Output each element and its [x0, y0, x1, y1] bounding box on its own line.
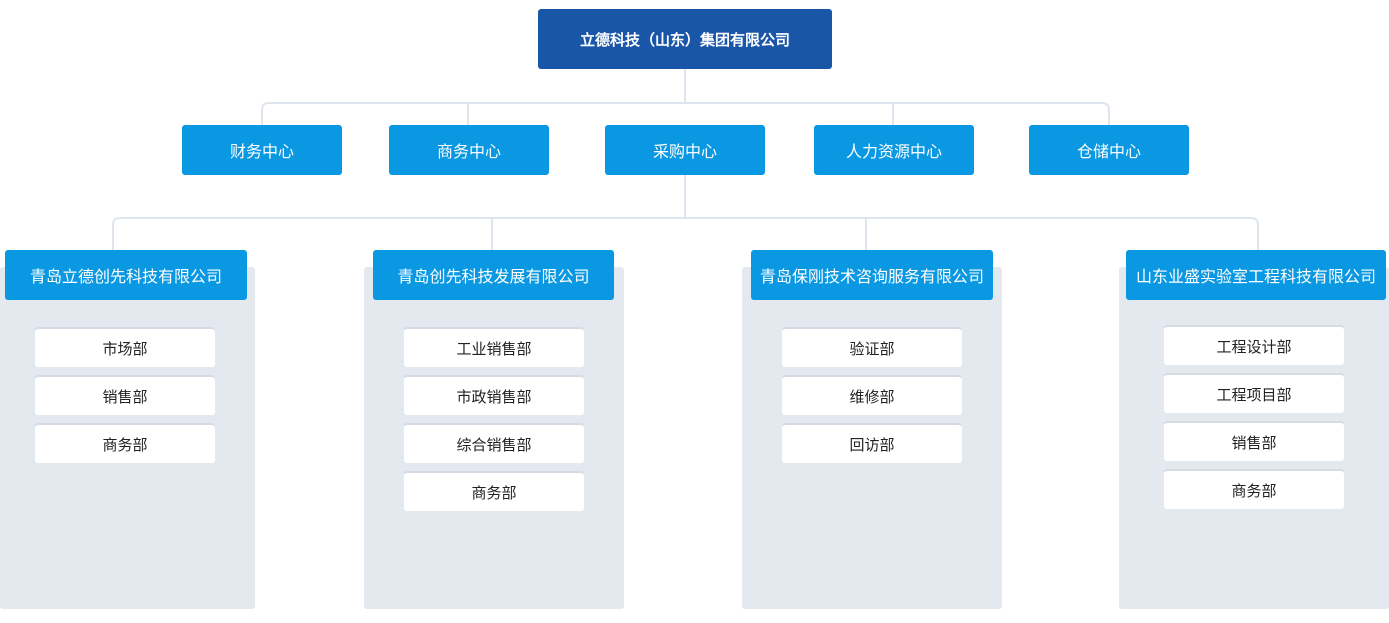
center-hr: 人力资源中心 [814, 125, 974, 175]
department-item: 回访部 [782, 425, 962, 463]
department-item: 工程项目部 [1164, 375, 1344, 413]
department-item: 工业销售部 [404, 329, 584, 367]
department-item: 商务部 [35, 425, 215, 463]
department-item: 综合销售部 [404, 425, 584, 463]
department-item: 维修部 [782, 377, 962, 415]
company-label: 山东业盛实验室工程科技有限公司 [1135, 267, 1376, 286]
company-node-1: 青岛立德创先科技有限公司 [5, 250, 247, 300]
company-label: 青岛创先科技发展有限公司 [397, 267, 590, 286]
department-item: 销售部 [35, 377, 215, 415]
center-label: 采购中心 [652, 142, 717, 161]
center-warehouse: 仓储中心 [1029, 125, 1189, 175]
root-node: 立德科技（山东）集团有限公司 [538, 9, 832, 69]
center-finance: 财务中心 [182, 125, 342, 175]
department-item: 工程设计部 [1164, 327, 1344, 365]
center-label: 人力资源中心 [845, 142, 942, 161]
company-node-2: 青岛创先科技发展有限公司 [373, 250, 614, 300]
company-node-4: 山东业盛实验室工程科技有限公司 [1126, 250, 1386, 300]
company-label: 青岛立德创先科技有限公司 [29, 267, 222, 286]
department-item: 销售部 [1164, 423, 1344, 461]
center-label: 商务中心 [436, 142, 501, 161]
connector-centers-bar [261, 102, 1110, 125]
department-item: 市场部 [35, 329, 215, 367]
company-node-3: 青岛保刚技术咨询服务有限公司 [751, 250, 993, 300]
department-item: 市政销售部 [404, 377, 584, 415]
connector-companies-bar [112, 217, 1259, 250]
company-label: 青岛保刚技术咨询服务有限公司 [759, 267, 984, 286]
center-procurement: 采购中心 [605, 125, 765, 175]
department-item: 验证部 [782, 329, 962, 367]
center-label: 财务中心 [229, 142, 294, 161]
center-label: 仓储中心 [1076, 142, 1141, 161]
department-item: 商务部 [404, 473, 584, 511]
center-business: 商务中心 [389, 125, 549, 175]
root-label: 立德科技（山东）集团有限公司 [579, 30, 790, 49]
department-item: 商务部 [1164, 471, 1344, 509]
